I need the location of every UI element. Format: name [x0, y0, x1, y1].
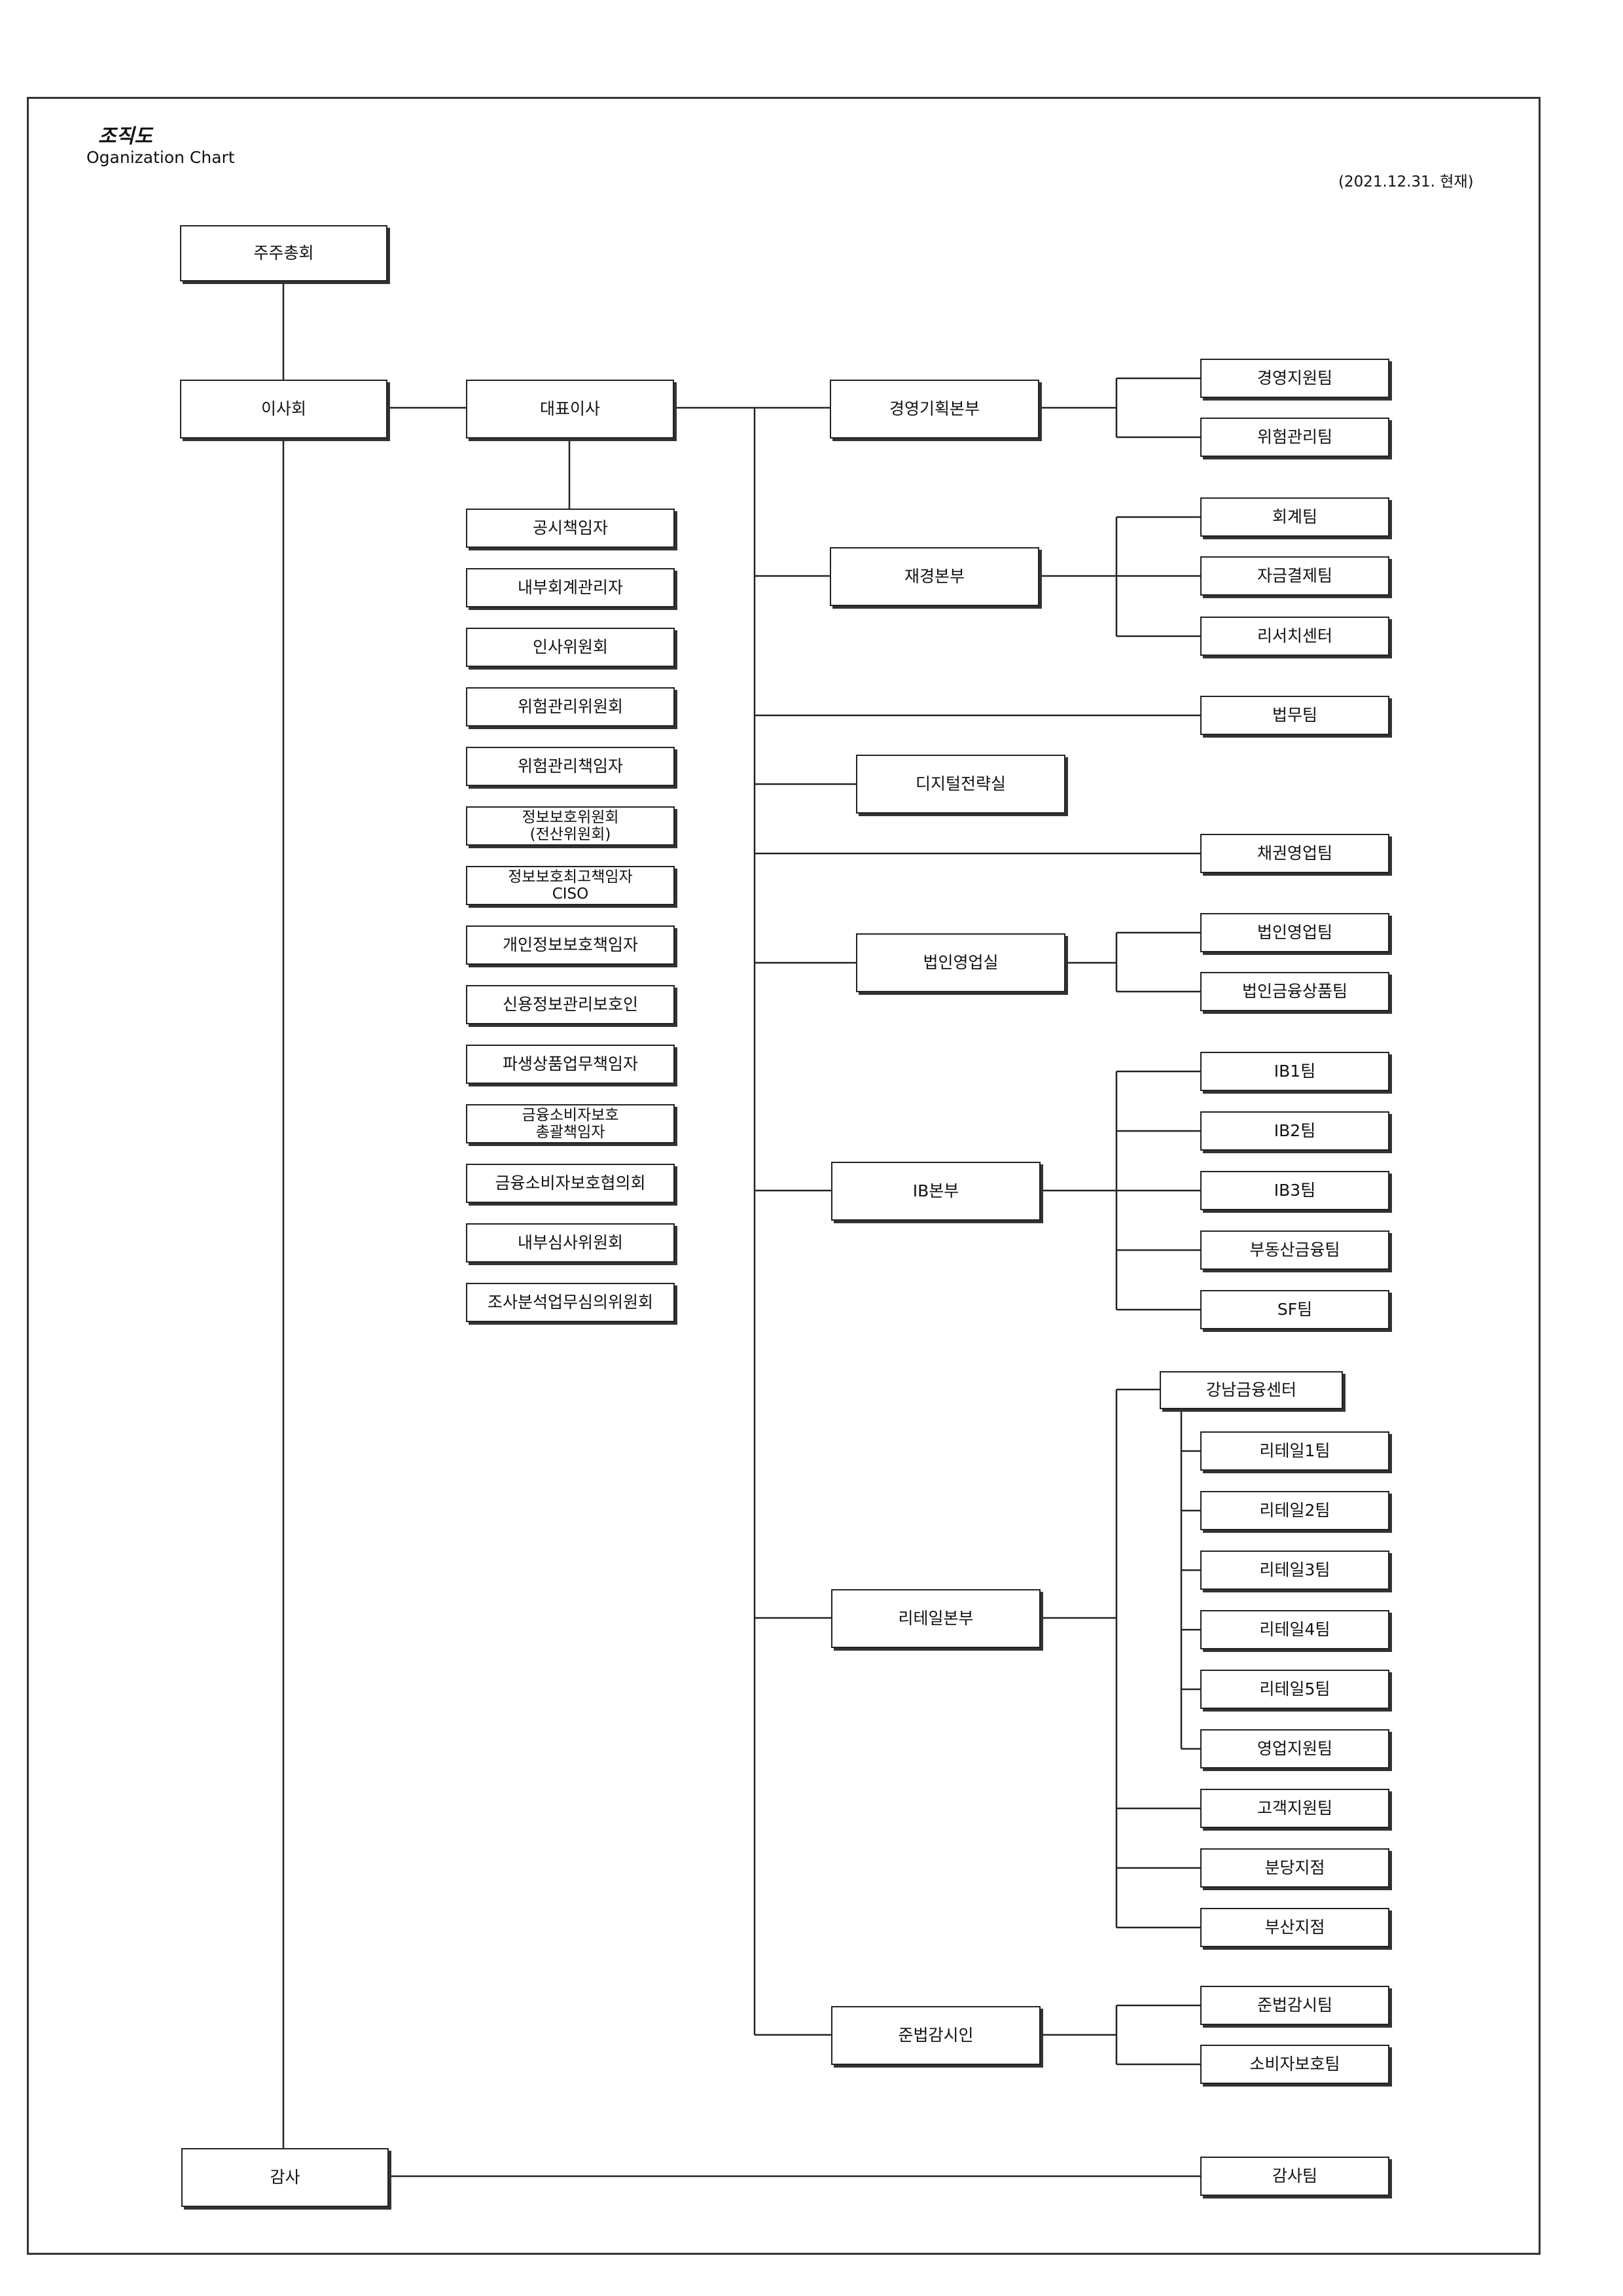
node-hr-committee: 인사위원회 — [466, 628, 675, 667]
node-internal-accounting-manager: 내부회계관리자 — [466, 568, 675, 607]
node-sf-team: SF팀 — [1200, 1290, 1389, 1329]
node-risk-committee: 위험관리위원회 — [466, 687, 675, 726]
node-retail5-team: 리테일5팀 — [1200, 1670, 1389, 1709]
node-info-protection-committee: 정보보호위원회 (전산위원회) — [466, 806, 675, 846]
node-compliance-team: 준법감시팀 — [1200, 1986, 1389, 2025]
node-derivatives-officer: 파생상품업무책임자 — [466, 1045, 675, 1084]
node-bundang-branch: 분당지점 — [1200, 1848, 1389, 1888]
node-bond-sales-team: 채권영업팀 — [1200, 834, 1389, 873]
node-retail2-team: 리테일2팀 — [1200, 1491, 1389, 1530]
node-consumer-protection-team: 소비자보호팀 — [1200, 2045, 1389, 2084]
node-ib1-team: IB1팀 — [1200, 1052, 1389, 1091]
node-legal-team: 법무팀 — [1200, 696, 1389, 735]
node-credit-info-officer: 신용정보관리보호인 — [466, 985, 675, 1024]
chart-title: 조직도 — [98, 125, 152, 148]
node-retail4-team: 리테일4팀 — [1200, 1610, 1389, 1649]
node-mgmt-support-team: 경영지원팀 — [1200, 359, 1389, 398]
node-retail-division: 리테일본부 — [831, 1589, 1041, 1648]
node-corporate-sales-office: 법인영업실 — [856, 933, 1065, 992]
node-corp-sales-team: 법인영업팀 — [1200, 913, 1389, 952]
chart-subtitle: Oganization Chart — [86, 148, 235, 167]
node-ib2-team: IB2팀 — [1200, 1111, 1389, 1151]
node-retail1-team: 리테일1팀 — [1200, 1431, 1389, 1471]
node-sales-support-team: 영업지원팀 — [1200, 1729, 1389, 1768]
node-research-center: 리서치센터 — [1200, 617, 1389, 656]
node-corp-products-team: 법인금융상품팀 — [1200, 972, 1389, 1011]
as-of-date: (2021.12.31. 현재) — [1338, 173, 1474, 190]
node-shareholders: 주주총회 — [180, 225, 387, 281]
node-internal-review-committee: 내부심사위원회 — [466, 1223, 675, 1263]
node-ib-division: IB본부 — [831, 1162, 1041, 1221]
node-settlement-team: 자금결제팀 — [1200, 556, 1389, 596]
node-gangnam-center: 강남금융센터 — [1160, 1371, 1343, 1409]
node-ceo: 대표이사 — [466, 380, 674, 439]
node-research-review-committee: 조사분석업무심의위원회 — [466, 1283, 675, 1322]
node-planning-division: 경영기획본부 — [830, 380, 1039, 439]
node-privacy-officer: 개인정보보호책임자 — [466, 925, 675, 965]
node-disclosure-officer: 공시책임자 — [466, 509, 675, 548]
node-ciso: 정보보호최고책임자 CISO — [466, 866, 675, 905]
node-customer-support-team: 고객지원팀 — [1200, 1789, 1389, 1828]
node-finance-division: 재경본부 — [830, 547, 1039, 606]
node-realestate-team: 부동산금융팀 — [1200, 1230, 1389, 1270]
node-digital-strategy-office: 디지털전략실 — [856, 755, 1065, 814]
page-frame — [27, 97, 1541, 2255]
node-audit: 감사 — [181, 2148, 389, 2207]
node-accounting-team: 회계팀 — [1200, 497, 1389, 537]
node-consumer-protection-council: 금융소비자보호협의회 — [466, 1164, 675, 1203]
node-consumer-protection-officer: 금융소비자보호 총괄책임자 — [466, 1104, 675, 1143]
node-compliance-officer: 준법감시인 — [831, 2006, 1041, 2065]
node-board: 이사회 — [180, 380, 387, 439]
node-busan-branch: 부산지점 — [1200, 1908, 1389, 1947]
node-ib3-team: IB3팀 — [1200, 1171, 1389, 1210]
node-audit-team: 감사팀 — [1200, 2157, 1389, 2196]
node-risk-officer: 위험관리책임자 — [466, 747, 675, 786]
node-retail3-team: 리테일3팀 — [1200, 1551, 1389, 1590]
node-risk-team: 위험관리팀 — [1200, 418, 1389, 457]
